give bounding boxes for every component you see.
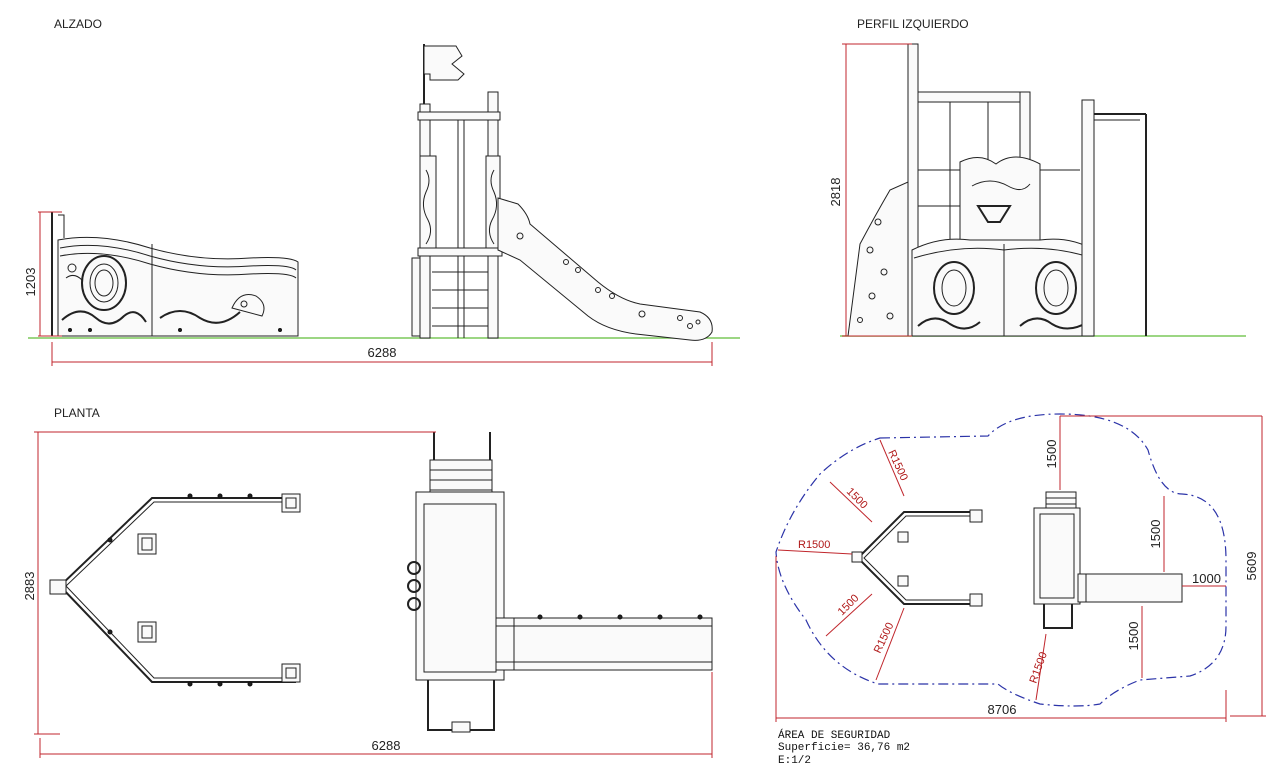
safety-title: ÁREA DE SEGURIDAD (778, 728, 891, 742)
alzado-dimensions: 1203 6288 (23, 211, 713, 366)
safety-surface: Superficie= 36,76 m2 (778, 742, 910, 754)
safety-v-bottom: 1500 (1126, 622, 1141, 651)
planta-width-dim: 6288 (372, 738, 401, 753)
perfil-structure (847, 43, 1147, 337)
safety-caption: ÁREA DE SEGURIDAD Superficie= 36,76 m2 E… (778, 728, 910, 767)
slide (497, 197, 713, 341)
safety-area-view: 1500 R1500 R1500 1500 R1500 R1500 1500 1… (775, 413, 1266, 767)
alzado-height-dim: 1203 (23, 268, 38, 297)
safety-slide-ext: 1000 (1192, 571, 1221, 586)
safety-zone-outline (775, 413, 1227, 707)
safety-dimensions: 1500 R1500 R1500 1500 R1500 R1500 1500 1… (775, 415, 1266, 722)
perfil-height-dim: 2818 (828, 178, 843, 207)
alzado-title: ALZADO (54, 17, 102, 31)
alzado-width-dim: 6288 (368, 345, 397, 360)
planta-dimensions: 2883 6288 (22, 431, 713, 758)
alzado-view: ALZADO (23, 17, 740, 366)
perfil-dimensions: 2818 (828, 43, 912, 337)
safety-total-height: 5609 (1244, 552, 1259, 581)
planta-view: PLANTA (22, 406, 713, 758)
safety-total-width: 8706 (988, 702, 1017, 717)
safety-scale: E:1/2 (778, 755, 811, 767)
safety-r2: R1500 (798, 539, 830, 551)
safety-equipment (851, 491, 1183, 629)
planta-height-dim: 2883 (22, 572, 37, 601)
safety-v-top: 1500 (1044, 440, 1059, 469)
safety-r1: R1500 (885, 448, 910, 482)
safety-r4: R1500 (1028, 650, 1050, 685)
boat-hull (51, 212, 299, 337)
planta-title: PLANTA (54, 406, 100, 420)
perfil-title: PERFIL IZQUIERDO (857, 17, 969, 31)
planta-tower (407, 432, 505, 733)
planta-hull (49, 493, 301, 687)
perfil-view: PERFIL IZQUIERDO (828, 17, 1246, 337)
safety-v-mid: 1500 (1148, 520, 1163, 549)
planta-slide (495, 614, 713, 671)
tower (411, 44, 503, 339)
safety-d2: 1500 (836, 592, 862, 618)
